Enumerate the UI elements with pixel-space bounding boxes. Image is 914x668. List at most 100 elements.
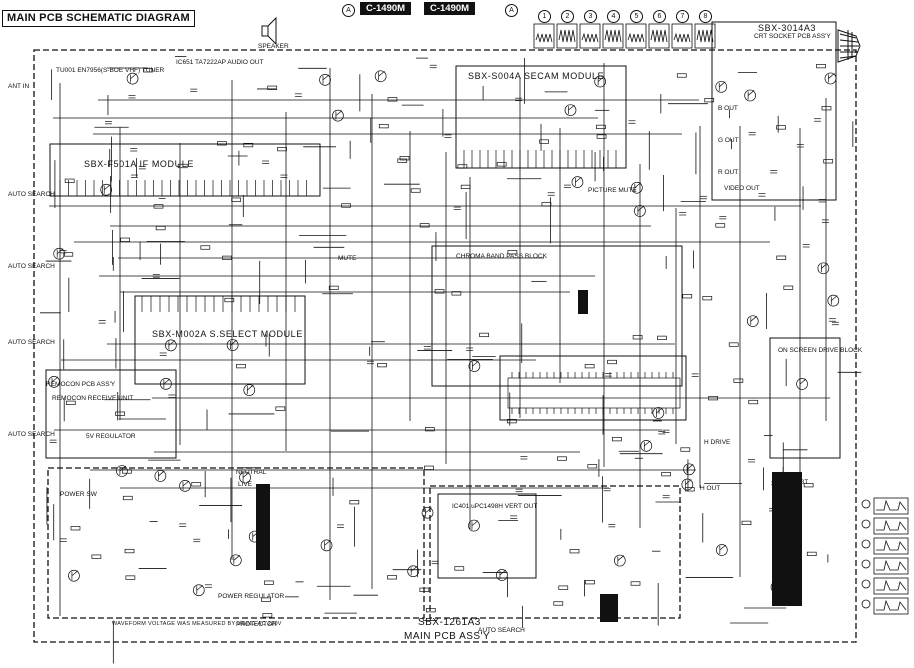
resistor-symbol <box>460 184 471 190</box>
transistor-lead <box>750 315 758 322</box>
transistor-lead <box>410 565 418 572</box>
waveform-index-circle <box>861 579 871 589</box>
transistor-symbol <box>594 75 606 88</box>
transistor-symbol <box>226 339 239 351</box>
transistor-symbol <box>243 384 256 396</box>
transistor-lead <box>831 295 838 301</box>
waveform-box <box>579 23 601 49</box>
waveform-index-circle <box>861 539 871 549</box>
transistor-symbol <box>683 463 695 476</box>
auto-search-label-2: AUTO SEARCH <box>8 263 55 270</box>
resistor-symbol <box>783 285 794 290</box>
resistor-symbol <box>539 139 549 144</box>
fbt-label: FBT <box>796 479 809 486</box>
resistor-symbol <box>410 188 421 193</box>
transistor-symbol <box>48 376 60 388</box>
resistor-symbol <box>217 141 227 146</box>
transistor-symbol <box>827 294 840 307</box>
transistor-symbol <box>630 181 643 194</box>
if-module-label: SBX-F501A IF MODULE <box>84 159 194 169</box>
resistor-symbol <box>728 342 739 347</box>
resistor-symbol <box>596 134 607 139</box>
remocon-label: REMOCON PCB ASS'Y <box>46 381 116 388</box>
crt-module-label: SBX-3014A3 <box>758 23 817 33</box>
model-label-right: C-1490M <box>424 2 476 15</box>
resistor-symbol <box>612 437 622 442</box>
transistor-symbol <box>817 262 830 275</box>
transistor-symbol <box>68 569 80 582</box>
resistor-symbol <box>200 245 211 250</box>
transistor-symbol <box>165 339 177 352</box>
waveform-strip-top <box>533 23 716 49</box>
main-pcb-label: SBX-1261A3 <box>418 617 481 628</box>
transistor-lead <box>499 569 507 576</box>
live-label: LIVE <box>238 481 253 488</box>
resistor-symbol <box>702 296 713 301</box>
resistor-symbol <box>155 225 166 231</box>
resistor-symbol <box>65 400 76 405</box>
resistor-symbol <box>70 526 81 531</box>
resistor-symbol <box>425 608 436 613</box>
transistor-symbol <box>715 544 728 556</box>
board-outline <box>33 49 857 643</box>
waveform-number-6: 6 <box>653 10 666 23</box>
transistor-symbol <box>571 176 584 189</box>
dense-component-blocks <box>256 290 802 622</box>
main-pcb-sublabel: MAIN PCB ASS'Y <box>404 631 491 642</box>
transistor-lead <box>56 248 64 254</box>
waveform-number-1: 1 <box>538 10 551 23</box>
transistor-symbol <box>744 89 756 102</box>
resistor-symbol <box>596 124 606 130</box>
resistor-symbol <box>823 159 834 164</box>
waveform-box <box>671 23 693 49</box>
resistor-symbol <box>277 147 287 152</box>
transistor-lead <box>568 104 575 111</box>
resistor-symbol <box>776 125 786 130</box>
video-out-label: VIDEO OUT <box>724 185 760 192</box>
transistor-symbol <box>53 247 66 260</box>
resistor-symbol <box>506 419 517 424</box>
waveform-trace <box>876 519 907 531</box>
vert-out-label: IC401 uPC1498H VERT OUT <box>452 503 538 510</box>
waveform-box <box>625 23 647 49</box>
resistor-symbol <box>457 164 468 169</box>
transistor-lead <box>617 555 625 561</box>
waveform-trace <box>876 599 907 611</box>
regulator-label: 5V REGULATOR <box>86 433 136 440</box>
waveform-trace <box>558 29 576 43</box>
transistor-lead <box>656 407 663 414</box>
resistor-symbol <box>177 163 188 169</box>
h-out-label: H OUT <box>700 485 721 492</box>
resistor-symbol <box>275 406 286 411</box>
transistor-lead <box>182 480 190 487</box>
remocon-receive-label: REMOCON RECEIVE UNIT <box>52 395 134 402</box>
transistor-symbol <box>746 315 759 328</box>
waveform-trace <box>876 559 907 571</box>
circuit-wires <box>40 56 862 664</box>
corner-mark-right: A <box>505 4 518 17</box>
onscreen-block-label: ON SCREEN DRIVE BLOCK <box>778 347 863 354</box>
transistor-lead <box>799 378 807 385</box>
resistor-symbol <box>451 291 462 296</box>
waveform-column-right <box>861 497 909 615</box>
waveform-number-5: 5 <box>630 10 643 23</box>
picture-mute-label: PICTURE MUTE <box>588 187 637 194</box>
transistor-lead <box>196 584 204 591</box>
transistor-lead <box>719 81 726 88</box>
resistor-symbol <box>349 500 360 505</box>
resistor-symbol <box>115 411 125 416</box>
transistor-lead <box>130 73 137 79</box>
waveform-number-3: 3 <box>584 10 597 23</box>
waveform-box <box>873 497 909 515</box>
transistor-lead <box>163 378 171 385</box>
waveform-index-circle <box>861 499 871 509</box>
transistor-symbol <box>421 506 434 519</box>
resistor-symbol <box>569 549 580 554</box>
transistor-symbol <box>681 478 694 491</box>
waveform-box <box>602 23 624 49</box>
transistor-lead <box>168 340 176 346</box>
resistor-symbol <box>803 483 814 488</box>
speaker-icon <box>261 16 277 46</box>
resistor-symbol <box>558 585 569 590</box>
resistor-symbol <box>708 396 719 401</box>
